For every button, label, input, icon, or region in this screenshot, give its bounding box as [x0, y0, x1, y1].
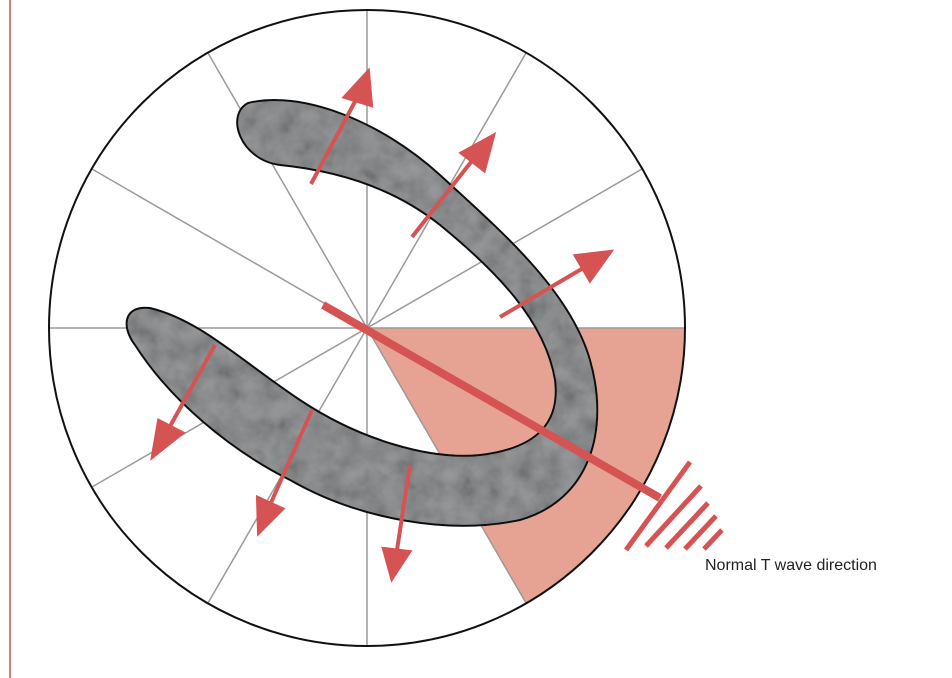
arrow-icon — [255, 409, 314, 537]
t-wave-label: Normal T wave direction — [705, 557, 877, 574]
arrow-icon — [381, 464, 413, 583]
depolarization-arrows — [150, 67, 615, 583]
electrode-icon — [623, 460, 724, 552]
myocardium-band — [125, 99, 599, 527]
reference-circle — [48, 9, 686, 647]
arrow-icon — [309, 67, 374, 185]
arrow-icon — [150, 344, 217, 461]
arrow-icon — [410, 132, 497, 239]
arrow-icon — [498, 249, 615, 319]
t-wave-axis — [321, 301, 662, 502]
